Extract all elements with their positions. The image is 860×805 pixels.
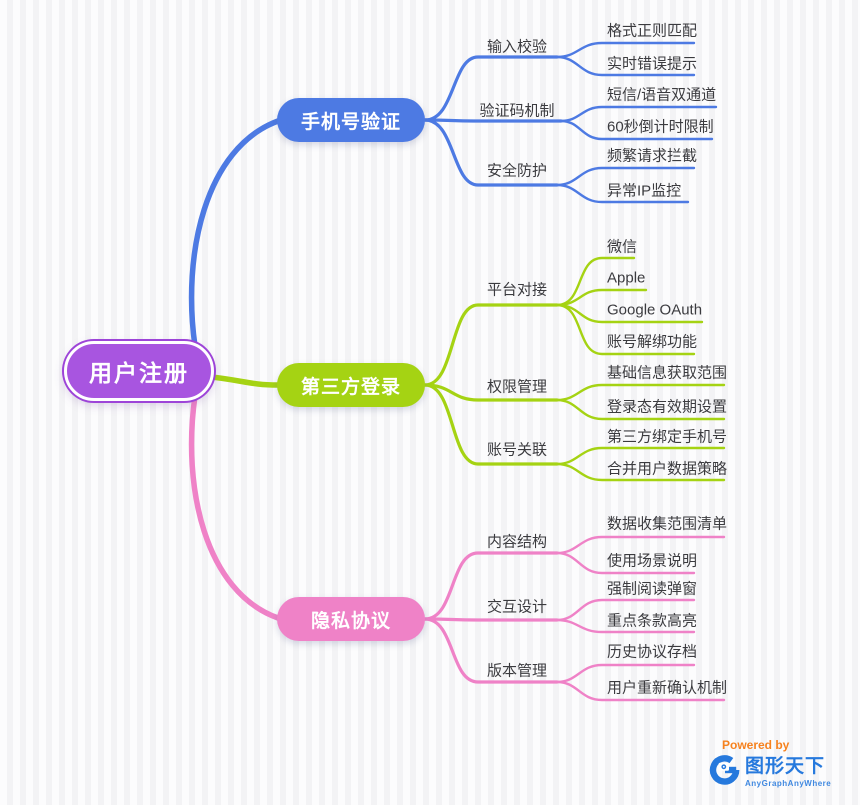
leaf-countdown-limit[interactable]: 60秒倒计时限制 bbox=[607, 118, 714, 136]
leaf-regex-match[interactable]: 格式正则匹配 bbox=[607, 22, 698, 40]
edge-input-leaf1 bbox=[555, 55, 696, 77]
leaf-unbind-feature[interactable]: 账号解绑功能 bbox=[607, 333, 698, 351]
branch-node-privacy-policy[interactable]: 隐私协议 bbox=[277, 597, 425, 641]
edge-root-privacy bbox=[188, 393, 281, 621]
edge-phone-safe bbox=[423, 118, 559, 187]
leaf-request-throttle[interactable]: 频繁请求拦截 bbox=[607, 147, 698, 165]
edge-link-leaf1 bbox=[555, 462, 726, 482]
leaf-apple[interactable]: Apple bbox=[607, 269, 646, 287]
subtopic-content-structure[interactable]: 内容结构 bbox=[486, 533, 548, 551]
leaf-session-validity[interactable]: 登录态有效期设置 bbox=[607, 398, 728, 416]
leaf-history-archive[interactable]: 历史协议存档 bbox=[607, 643, 698, 661]
leaf-google-oauth[interactable]: Google OAuth bbox=[607, 301, 703, 319]
subtopic-permission-management[interactable]: 权限管理 bbox=[486, 378, 548, 396]
brand-subtitle: AnyGraphAnyWhere bbox=[745, 779, 832, 788]
leaf-reconfirm-mechanism[interactable]: 用户重新确认机制 bbox=[607, 679, 728, 697]
powered-by-label: Powered by bbox=[722, 738, 790, 752]
edge-perm-leaf1 bbox=[555, 398, 726, 421]
leaf-key-terms-highlight[interactable]: 重点条款高亮 bbox=[607, 612, 698, 630]
leaf-abnormal-ip-monitor[interactable]: 异常IP监控 bbox=[607, 182, 682, 200]
edge-platform-leaf0 bbox=[555, 256, 636, 307]
leaf-usage-scenario[interactable]: 使用场景说明 bbox=[607, 552, 698, 570]
leaf-merge-data-strategy[interactable]: 合并用户数据策略 bbox=[607, 460, 728, 478]
brand-name: 图形天下 bbox=[745, 756, 826, 777]
leaf-data-collection-list[interactable]: 数据收集范围清单 bbox=[607, 515, 728, 533]
branch-node-phone-verification[interactable]: 手机号验证 bbox=[277, 98, 425, 142]
edge-version-leaf1 bbox=[555, 680, 726, 702]
edge-privacy-version bbox=[423, 617, 559, 684]
subtopic-version-management[interactable]: 版本管理 bbox=[486, 662, 548, 680]
brand-g-icon bbox=[709, 754, 741, 791]
edge-interact-leaf1 bbox=[555, 618, 696, 634]
edge-root-third bbox=[209, 374, 281, 388]
edge-privacy-content bbox=[423, 551, 559, 621]
subtopic-code-mechanism[interactable]: 验证码机制 bbox=[479, 102, 555, 120]
branch-node-label: 手机号验证 bbox=[300, 111, 401, 133]
edge-phone-input bbox=[423, 55, 559, 122]
subtopic-input-validation[interactable]: 输入校验 bbox=[486, 38, 548, 56]
subtopic-platform-integration[interactable]: 平台对接 bbox=[486, 281, 548, 299]
edge-third-link bbox=[423, 383, 559, 466]
edge-privacy-interact bbox=[423, 617, 559, 622]
edge-third-platform bbox=[423, 303, 559, 387]
edge-root-phone bbox=[188, 118, 281, 349]
leaf-basic-info-scope[interactable]: 基础信息获取范围 bbox=[607, 364, 728, 382]
leaf-bind-phone[interactable]: 第三方绑定手机号 bbox=[607, 428, 728, 446]
root-node[interactable]: 用户注册 bbox=[64, 341, 214, 401]
subtopic-account-linking[interactable]: 账号关联 bbox=[486, 441, 548, 459]
edge-content-leaf1 bbox=[555, 551, 696, 575]
edge-code-leaf1 bbox=[559, 119, 714, 141]
subtopic-interaction-design[interactable]: 交互设计 bbox=[486, 598, 548, 616]
leaf-forced-reading-popup[interactable]: 强制阅读弹窗 bbox=[607, 580, 698, 598]
edge-platform-leaf3 bbox=[555, 303, 696, 356]
branch-node-third-party-login[interactable]: 第三方登录 bbox=[277, 363, 425, 407]
root-node-label: 用户注册 bbox=[89, 360, 189, 386]
branch-node-label: 第三方登录 bbox=[300, 376, 401, 398]
subtopic-security-protection[interactable]: 安全防护 bbox=[486, 162, 548, 180]
leaf-sms-voice-channel[interactable]: 短信/语音双通道 bbox=[607, 86, 717, 104]
brand-logo[interactable]: 图形天下 AnyGraphAnyWhere bbox=[709, 754, 831, 791]
brand-text: 图形天下 AnyGraphAnyWhere bbox=[745, 757, 831, 788]
leaf-wechat[interactable]: 微信 bbox=[607, 238, 638, 256]
edge-safe-leaf1 bbox=[555, 183, 690, 204]
leaf-realtime-error[interactable]: 实时错误提示 bbox=[607, 55, 698, 73]
branch-node-label: 隐私协议 bbox=[310, 610, 391, 632]
